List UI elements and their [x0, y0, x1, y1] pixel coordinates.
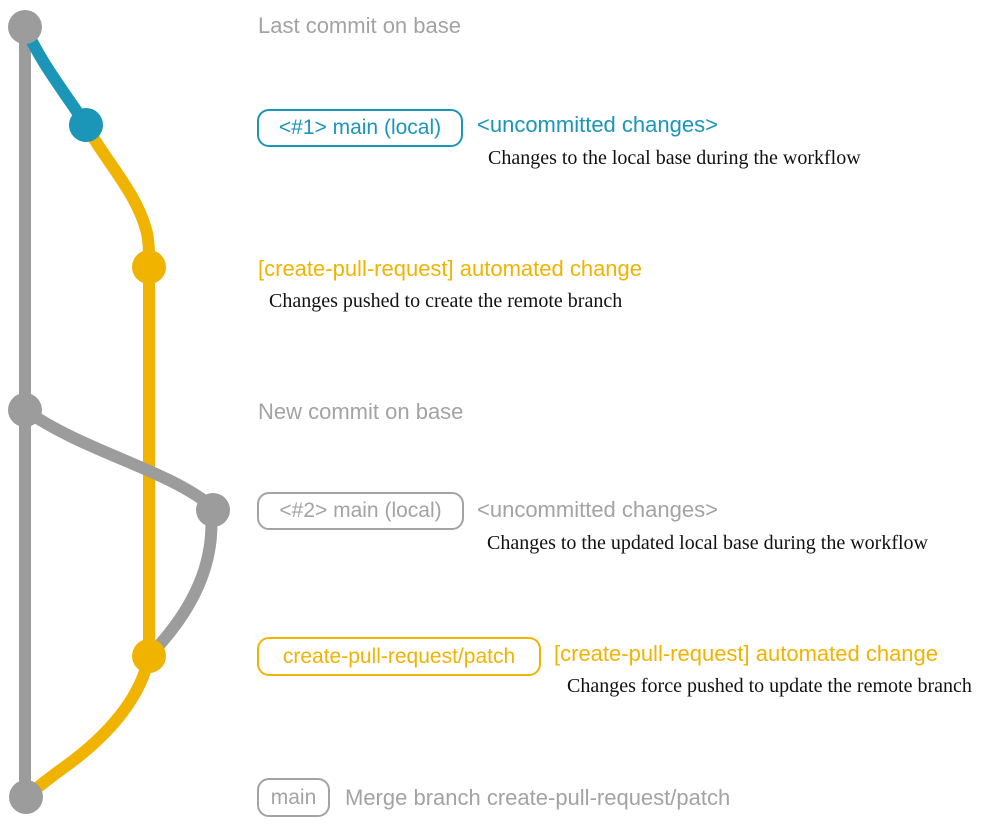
uncommitted-changes-desc-1: Changes to the local base during the wor… — [488, 147, 861, 169]
automated-change-desc-2: Changes force pushed to update the remot… — [567, 675, 972, 697]
branch-badge-label: create-pull-request/patch — [282, 644, 516, 668]
merge-commit-label: Merge branch create-pull-request/patch — [345, 785, 731, 810]
commit-dot-merge — [9, 780, 43, 814]
commit-dot-automated-change-2 — [132, 639, 166, 673]
commit-dot-new-base — [8, 393, 42, 427]
local-main-branch-curve — [19, 21, 92, 131]
branch-badge-label: <#2> main (local) — [279, 499, 442, 522]
automated-change-label-1: [create-pull-request] automated change — [258, 256, 643, 281]
new-commit-label: New commit on base — [258, 399, 464, 424]
updated-local-branch-curve — [19, 404, 218, 659]
branch-badge-label: main — [270, 785, 317, 809]
commit-dot-automated-change-1 — [132, 250, 166, 284]
branch-badge-patch: create-pull-request/patch — [257, 637, 541, 676]
automated-change-label-2: [create-pull-request] automated change — [554, 641, 939, 666]
merge-curve — [20, 650, 155, 803]
branch-badge-main-local-1: <#1> main (local) — [257, 109, 463, 147]
commit-dot-last-base — [8, 10, 42, 44]
automated-change-desc-1: Changes pushed to create the remote bran… — [269, 290, 623, 312]
branch-badge-label: <#1> main (local) — [278, 116, 442, 139]
commit-dot-local-main-1 — [69, 108, 103, 142]
branch-badge-main: main — [257, 778, 330, 817]
patch-branch-line — [80, 119, 155, 662]
uncommitted-changes-label-1: <uncommitted changes> — [477, 112, 718, 137]
branch-badge-main-local-2: <#2> main (local) — [257, 492, 464, 530]
last-commit-label: Last commit on base — [258, 13, 461, 38]
commit-dot-local-main-2 — [196, 493, 230, 527]
uncommitted-changes-label-2: <uncommitted changes> — [477, 497, 718, 522]
uncommitted-changes-desc-2: Changes to the updated local base during… — [487, 532, 928, 554]
